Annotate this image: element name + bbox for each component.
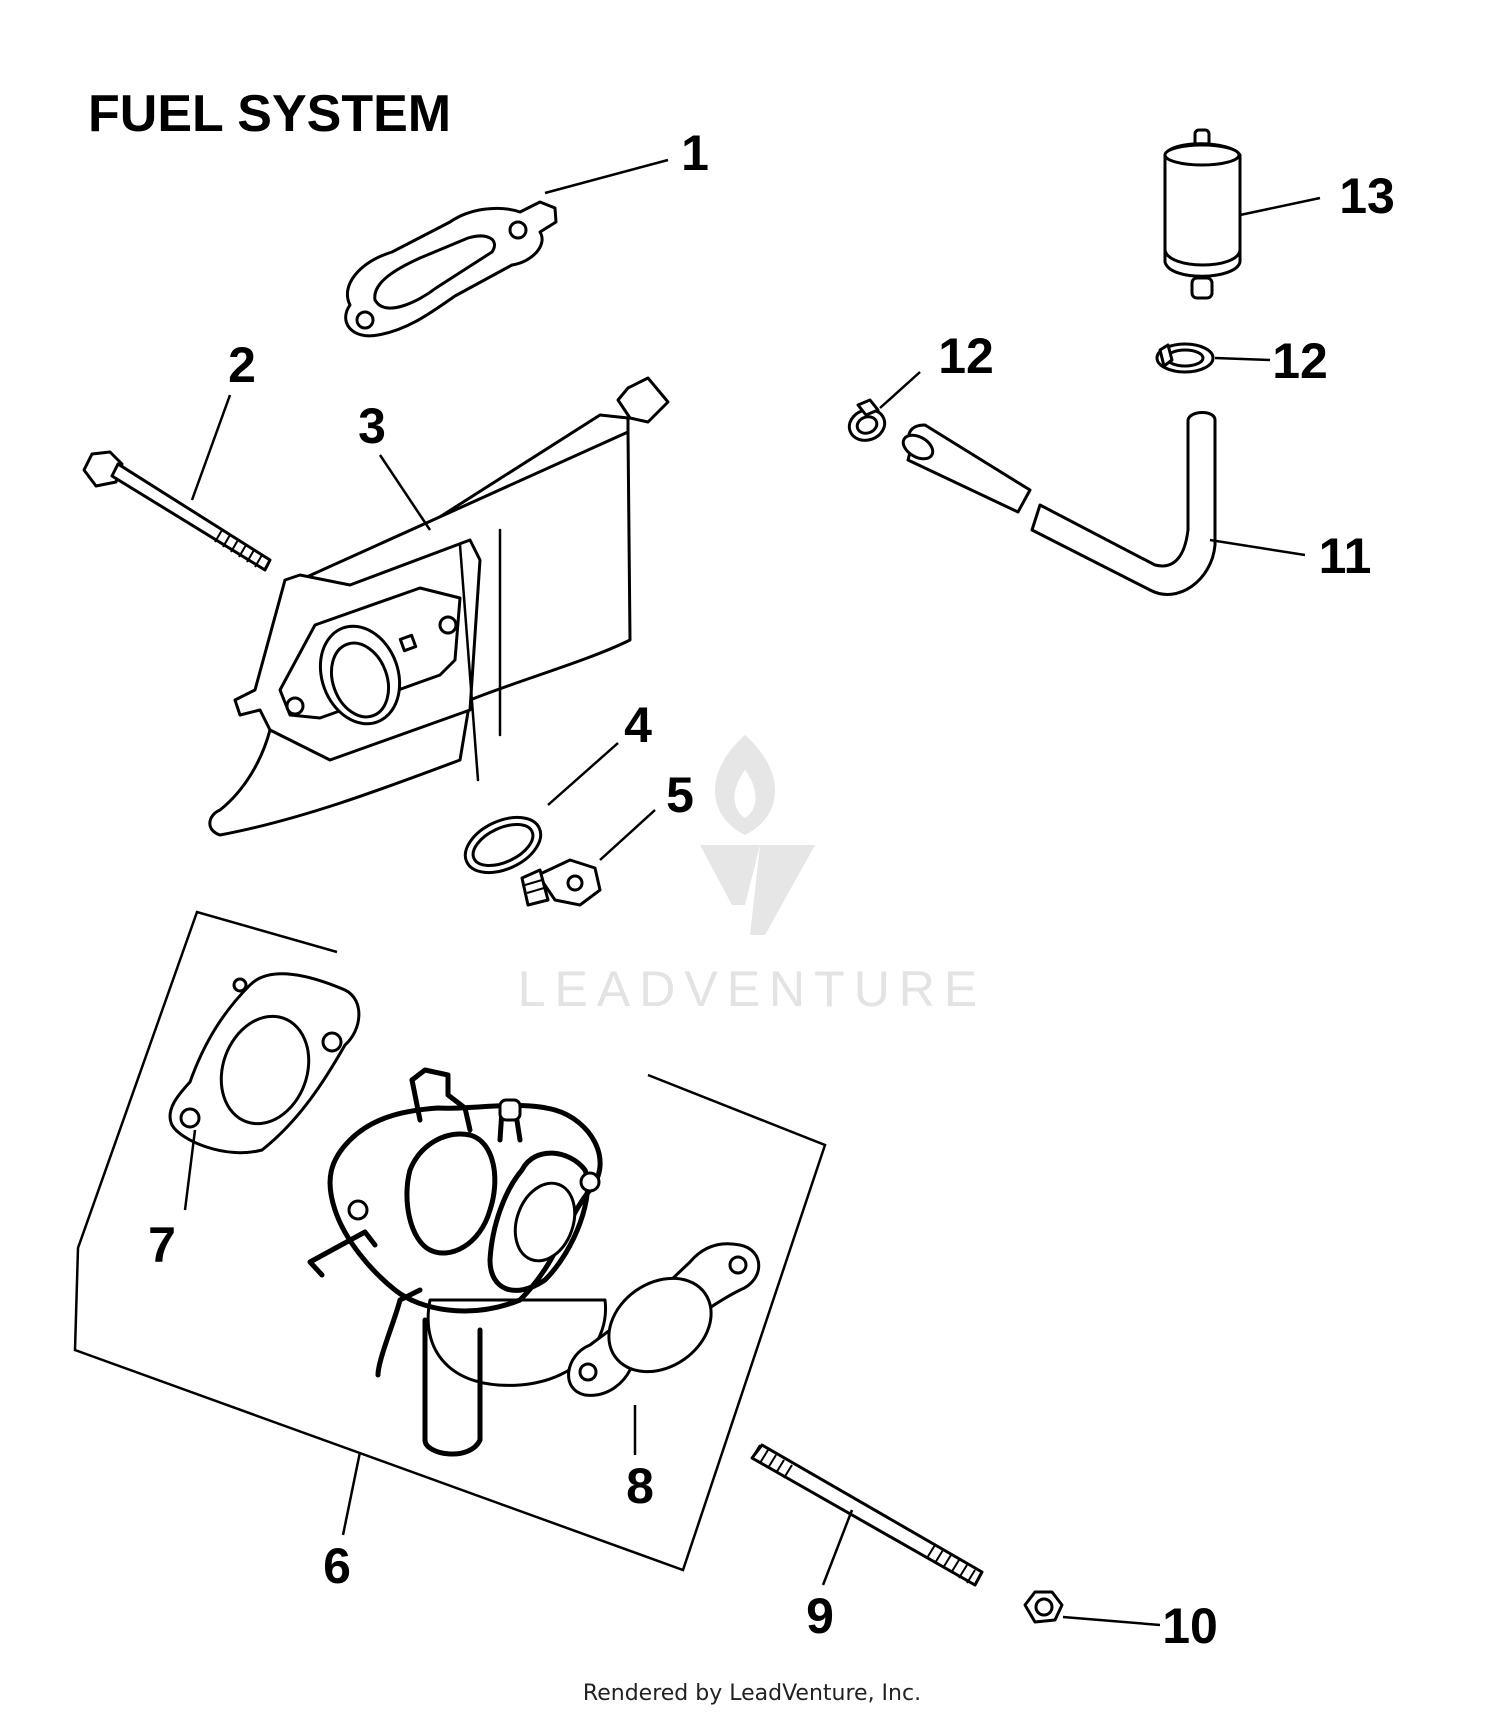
part-10-nut[interactable] bbox=[1023, 1590, 1064, 1624]
callout-2[interactable]: 2 bbox=[228, 337, 256, 393]
footer-credit: Rendered by LeadVenture, Inc. bbox=[583, 1681, 921, 1706]
callout-9[interactable]: 9 bbox=[806, 1588, 834, 1644]
part-6-kit-outline bbox=[73, 910, 827, 1572]
watermark-text: LEADVENTURE bbox=[518, 961, 987, 1017]
watermark-logo-icon bbox=[700, 735, 815, 935]
diagram-title: FUEL SYSTEM bbox=[88, 85, 451, 143]
callout-12-left[interactable]: 12 bbox=[938, 328, 994, 384]
callout-7[interactable]: 7 bbox=[148, 1217, 176, 1273]
part-5-screw[interactable] bbox=[520, 858, 602, 907]
callouts: 1 2 3 4 5 6 7 8 9 10 11 12 12 13 bbox=[148, 125, 1395, 1654]
leader-lines bbox=[183, 158, 1321, 1627]
part-2-bolt[interactable] bbox=[82, 450, 272, 572]
part-8-gasket[interactable] bbox=[567, 1242, 761, 1397]
part-7-gasket[interactable] bbox=[168, 972, 361, 1155]
part-12-clamp-left[interactable] bbox=[845, 398, 889, 445]
part-9-stud[interactable] bbox=[750, 1443, 984, 1587]
part-11-fuel-line[interactable] bbox=[899, 411, 1217, 596]
callout-11[interactable]: 11 bbox=[1319, 528, 1372, 584]
callout-5[interactable]: 5 bbox=[666, 767, 694, 823]
part-3-intake-shield[interactable] bbox=[208, 376, 670, 837]
part-1-gasket[interactable] bbox=[344, 200, 558, 338]
callout-10[interactable]: 10 bbox=[1162, 1598, 1218, 1654]
callout-8[interactable]: 8 bbox=[626, 1458, 654, 1514]
part-4-washer[interactable] bbox=[457, 806, 550, 883]
callout-13[interactable]: 13 bbox=[1339, 168, 1395, 224]
callout-3[interactable]: 3 bbox=[358, 398, 386, 454]
watermark: LEADVENTURE bbox=[518, 735, 987, 1017]
callout-6[interactable]: 6 bbox=[323, 1538, 351, 1594]
callout-1[interactable]: 1 bbox=[681, 125, 709, 181]
callout-4[interactable]: 4 bbox=[624, 697, 652, 753]
part-12-clamp-right[interactable] bbox=[1155, 342, 1215, 374]
callout-12-right[interactable]: 12 bbox=[1272, 333, 1328, 389]
part-13-fuel-filter[interactable] bbox=[1163, 128, 1242, 300]
part-6-carburetor[interactable] bbox=[307, 1067, 608, 1457]
